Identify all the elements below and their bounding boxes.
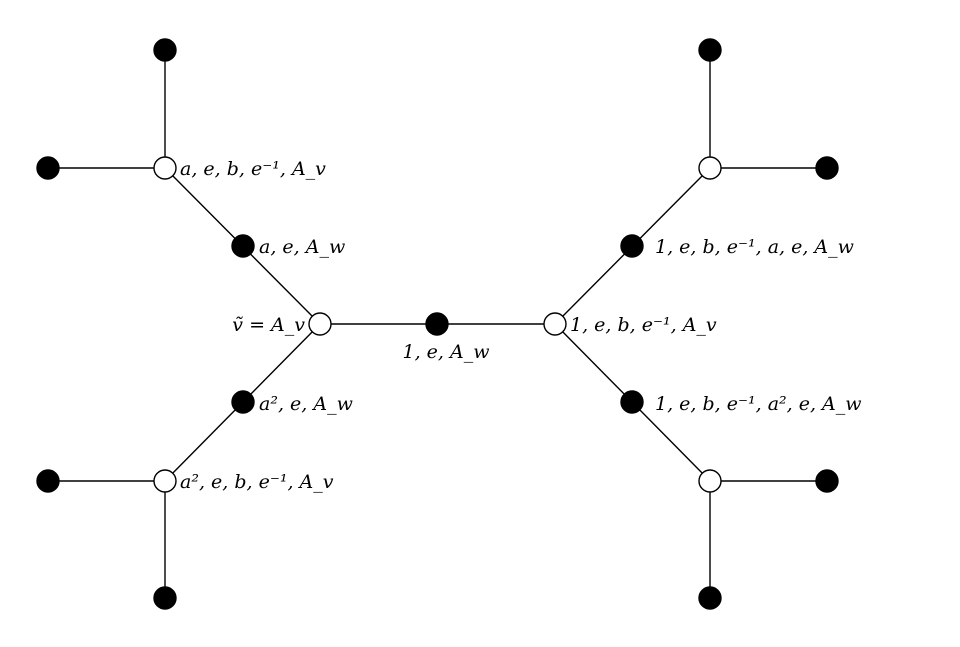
- node-labels: a, e, b, e⁻¹, A_v a, e, A_w ṽ = A_v 1, e…: [180, 158, 862, 493]
- filled-node-bottom-left: [153, 586, 177, 610]
- open-node-lower-right: [698, 469, 722, 493]
- label-lower-right-edge: 1, e, b, e⁻¹, a², e, A_w: [655, 393, 862, 415]
- label-center-left-vertex: ṽ = A_v: [232, 314, 305, 336]
- label-center-edge: 1, e, A_w: [403, 341, 490, 363]
- filled-node-upper-left-edge: [231, 234, 255, 258]
- label-upper-left-vertex: a, e, b, e⁻¹, A_v: [180, 158, 326, 180]
- filled-node-center-edge: [425, 312, 449, 336]
- open-node-upper-left: [153, 156, 177, 180]
- label-upper-right-edge: 1, e, b, e⁻¹, a, e, A_w: [655, 236, 854, 258]
- filled-node-right-lower: [815, 469, 839, 493]
- filled-node-left-upper: [36, 156, 60, 180]
- filled-node-top-right: [698, 38, 722, 62]
- filled-node-lower-left-edge: [231, 390, 255, 414]
- filled-node-bottom-right: [698, 586, 722, 610]
- filled-node-right-upper: [815, 156, 839, 180]
- open-node-center-left: [308, 312, 332, 336]
- open-node-lower-left: [153, 469, 177, 493]
- open-nodes: [153, 156, 722, 493]
- filled-node-top-left: [153, 38, 177, 62]
- label-center-right-vertex: 1, e, b, e⁻¹, A_v: [570, 314, 717, 336]
- label-lower-left-edge: a², e, A_w: [259, 393, 353, 415]
- label-lower-left-vertex: a², e, b, e⁻¹, A_v: [180, 471, 334, 493]
- label-upper-left-edge: a, e, A_w: [259, 236, 345, 258]
- filled-node-lower-right-edge: [620, 390, 644, 414]
- filled-node-left-lower: [36, 469, 60, 493]
- open-node-upper-right: [698, 156, 722, 180]
- filled-nodes: [36, 38, 839, 610]
- filled-node-upper-right-edge: [620, 234, 644, 258]
- open-node-center-right: [543, 312, 567, 336]
